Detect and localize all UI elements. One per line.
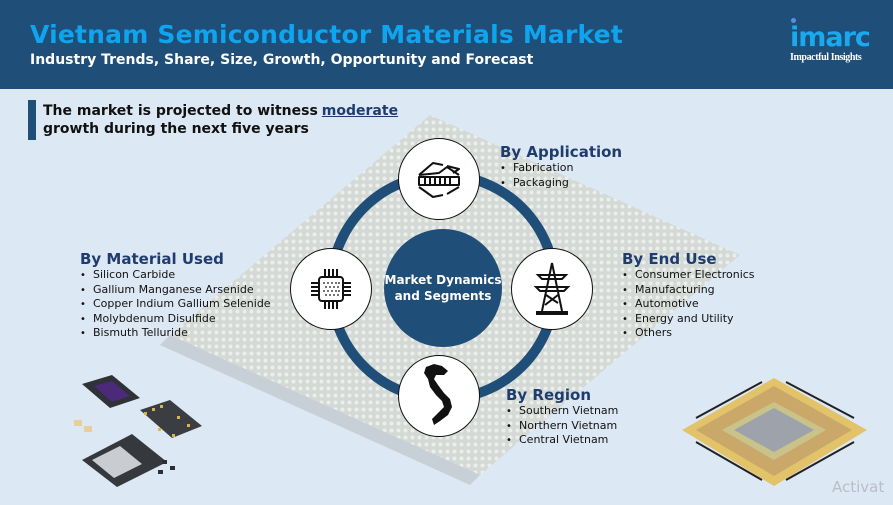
- layered-material-icon: [418, 162, 460, 198]
- application-node[interactable]: [398, 138, 480, 220]
- power-tower-icon: [533, 262, 571, 315]
- segment-by-region: By Region Southern Vietnam Northern Viet…: [506, 386, 618, 448]
- segment-by-end-use: By End Use Consumer Electronics Manufact…: [622, 250, 755, 341]
- segment-title: By Material Used: [80, 250, 224, 268]
- segment-item: Others: [622, 326, 755, 341]
- logo-tagline: Impactful Insights: [790, 52, 862, 63]
- region-node[interactable]: [398, 355, 480, 437]
- microchip-icon: [311, 269, 351, 309]
- segment-by-material-used: By Material Used Silicon Carbide Gallium…: [80, 250, 271, 341]
- logo-brand: imarc: [790, 22, 871, 53]
- qfp-chip-illustration: [682, 378, 867, 486]
- segment-item: Packaging: [500, 176, 622, 191]
- callout-text-start: The market is projected to witness: [43, 103, 318, 119]
- logo-dot-icon: [791, 18, 796, 23]
- segment-item: Bismuth Telluride: [80, 326, 271, 341]
- segment-item: Manufacturing: [622, 283, 755, 298]
- segment-item: Consumer Electronics: [622, 268, 755, 283]
- segment-item: Fabrication: [500, 161, 622, 176]
- hub-label-line2: and Segments: [394, 289, 492, 303]
- segment-title: By End Use: [622, 250, 717, 268]
- segment-item: Northern Vietnam: [506, 419, 618, 434]
- material-node[interactable]: [290, 248, 372, 330]
- segment-item: Energy and Utility: [622, 312, 755, 327]
- market-dynamics-hub[interactable]: Market Dynamics and Segments: [384, 229, 502, 347]
- segment-item: Silicon Carbide: [80, 268, 271, 283]
- end-use-node[interactable]: [511, 248, 593, 330]
- callout-text-end: growth during the next five years: [43, 121, 309, 137]
- imarc-logo[interactable]: imarc Impactful Insights: [786, 18, 886, 68]
- growth-rate-highlight[interactable]: moderate: [321, 103, 399, 119]
- segment-item: Copper Indium Gallium Selenide: [80, 297, 271, 312]
- page-title: Vietnam Semiconductor Materials Market: [30, 20, 623, 49]
- segment-item: Southern Vietnam: [506, 404, 618, 419]
- segment-by-application: By Application Fabrication Packaging: [500, 143, 622, 190]
- segment-item: Gallium Manganese Arsenide: [80, 283, 271, 298]
- segment-title: By Application: [500, 143, 623, 161]
- segment-title: By Region: [506, 386, 592, 404]
- hub-label-line1: Market Dynamics: [384, 273, 502, 287]
- segment-item: Automotive: [622, 297, 755, 312]
- header-banner: Vietnam Semiconductor Materials Market I…: [0, 0, 893, 89]
- vietnam-map-icon: [424, 364, 452, 425]
- segment-item: Central Vietnam: [506, 433, 618, 448]
- segment-item: Molybdenum Disulfide: [80, 312, 271, 327]
- callout-accent-bar: [28, 100, 36, 140]
- activation-watermark: Activat: [832, 478, 885, 496]
- page-subtitle: Industry Trends, Share, Size, Growth, Op…: [30, 52, 534, 68]
- semiconductor-components-illustration: [74, 375, 202, 487]
